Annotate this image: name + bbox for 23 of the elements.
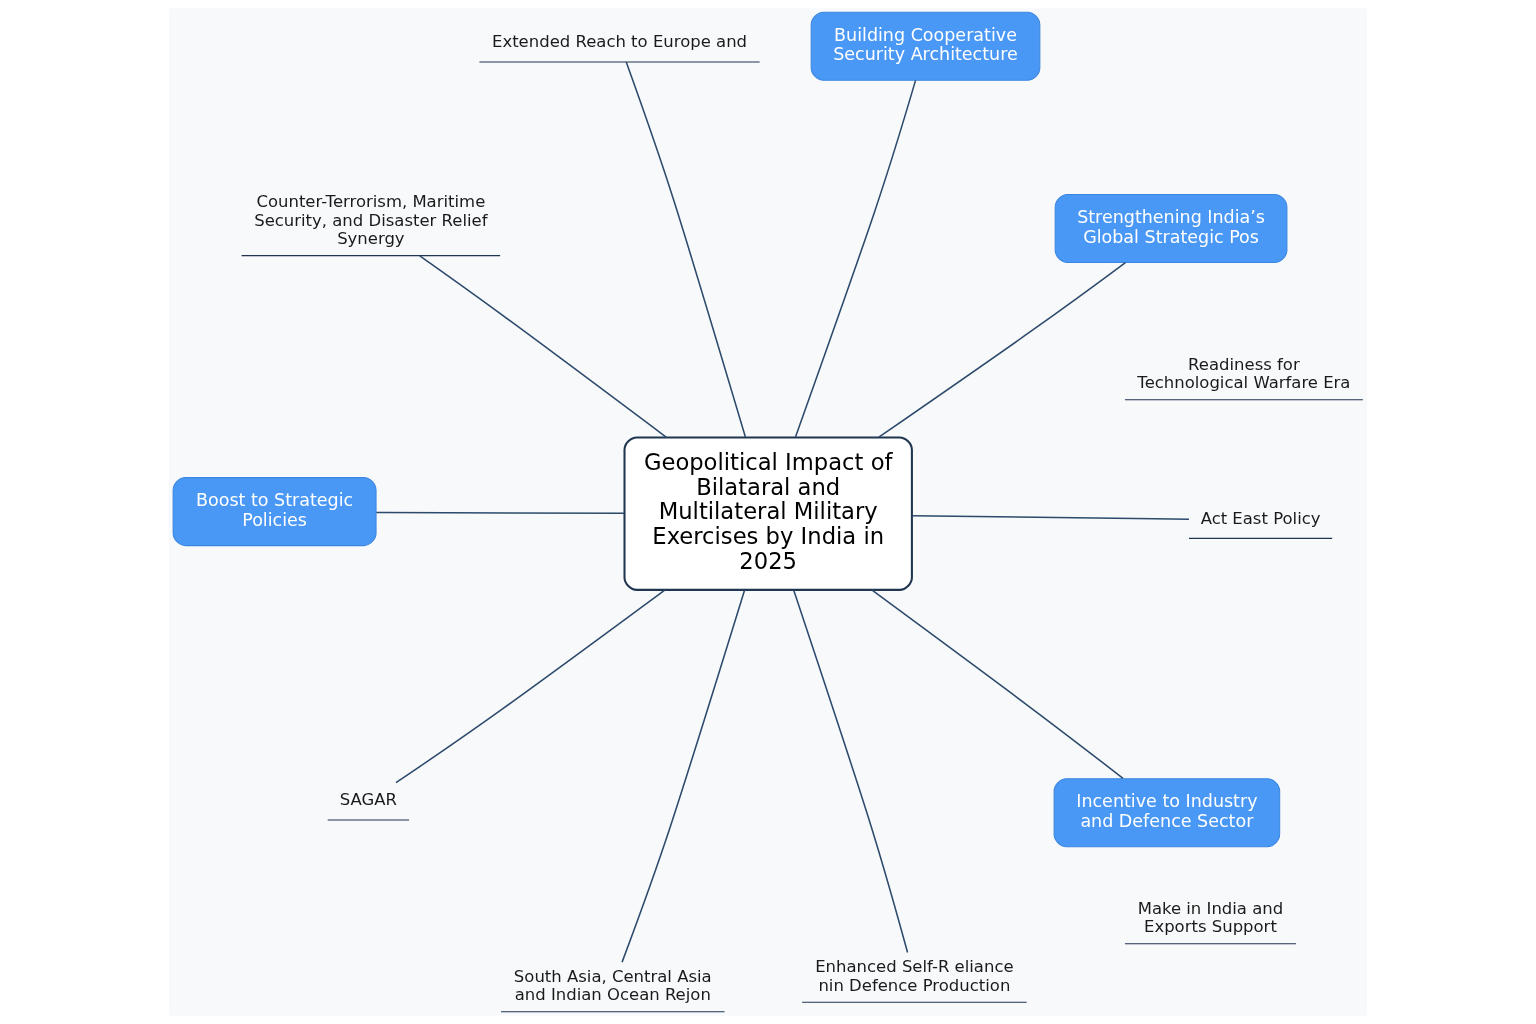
connector (794, 79, 917, 438)
connector (870, 589, 1124, 780)
node-box: Incentive to Industry and Defence Sector (1053, 778, 1281, 848)
connector (419, 255, 668, 439)
node-box: Strengthening India’s Global Strategic Pos (1054, 194, 1288, 264)
node-text: South Asia, Central Asia and Indian Ocean Rejon (513, 966, 712, 1005)
connector (792, 589, 909, 954)
node-text: Enhanced Self-R eliance nin Defence Production (815, 957, 1014, 995)
node-text: Extended Reach to Europe and (492, 32, 748, 52)
connector (375, 511, 625, 515)
node-box: Building Cooperative Security Architecture (810, 11, 1041, 81)
node-text: Counter-Terrorism, Maritime Security, and Disaster Relief Synergy (254, 192, 488, 249)
node-text: Readiness for Technological Warfare Era (1137, 354, 1351, 393)
connector (395, 589, 666, 784)
node-box: Boost to Strategic Policies (172, 477, 377, 547)
node-box: Geopolitical Impact of Bilataral and Multilateral Military Exercises by India in 2025 (623, 436, 913, 591)
connector (878, 261, 1127, 438)
connector (621, 589, 746, 963)
connector (911, 514, 1190, 520)
node-text: SAGAR (339, 790, 397, 810)
node-text: Make in India and Exports Support (1137, 898, 1284, 937)
node-text: Act East Policy (1200, 508, 1321, 528)
connector (625, 61, 747, 438)
